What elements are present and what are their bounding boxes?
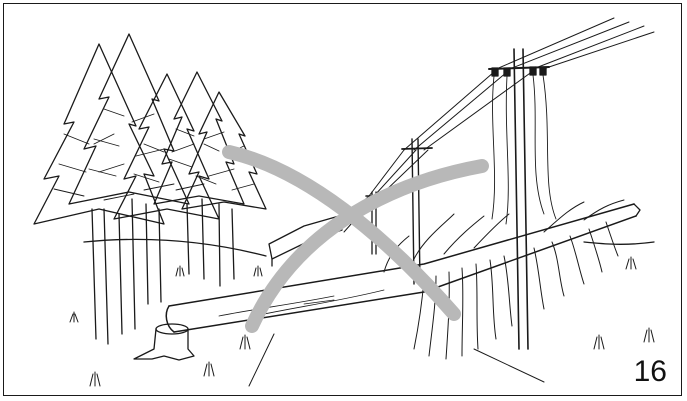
pine-tree-icon xyxy=(33,43,165,225)
grass-tuft-icon xyxy=(593,334,605,350)
pine-trunk xyxy=(131,198,136,330)
grass-tuft-icon xyxy=(89,371,101,387)
figure-number: 16 xyxy=(633,355,667,388)
grass-tufts xyxy=(69,256,655,387)
horizon-line xyxy=(83,238,267,257)
horizon-line-right xyxy=(583,241,655,245)
grass-tuft-icon xyxy=(625,256,637,270)
pine-trunk xyxy=(118,213,123,335)
pine-trunk xyxy=(103,208,109,345)
pine-tree-icon xyxy=(68,33,190,205)
pine-trunk xyxy=(158,208,162,303)
grass-tuft-icon xyxy=(69,311,79,323)
tree-stump-icon xyxy=(133,323,195,361)
power-lines xyxy=(333,17,655,233)
grass-tuft-icon xyxy=(203,361,215,377)
pine-trunk xyxy=(145,203,149,305)
grass-tuft-icon xyxy=(239,334,251,350)
pine-trunk xyxy=(91,208,97,340)
grass-tuft-icon xyxy=(253,265,263,277)
hanging-wires xyxy=(491,74,557,225)
illustration-frame: 16 xyxy=(3,3,682,396)
pine-trunk xyxy=(201,198,205,280)
pine-tree-icon xyxy=(181,91,267,210)
grass-tuft-icon xyxy=(175,265,185,277)
prohibition-cross-icon xyxy=(222,145,489,333)
ground-mark xyxy=(473,348,545,383)
pine-tree-icon xyxy=(113,73,220,220)
pine-trunk xyxy=(186,203,190,275)
pine-tree-icon xyxy=(153,71,245,205)
felling-hazard-illustration xyxy=(33,17,655,387)
pine-forest xyxy=(33,33,267,345)
pine-trunk xyxy=(218,203,221,287)
pine-trunk xyxy=(231,208,235,280)
ground-mark xyxy=(248,333,275,387)
grass-tuft-icon xyxy=(643,327,655,343)
